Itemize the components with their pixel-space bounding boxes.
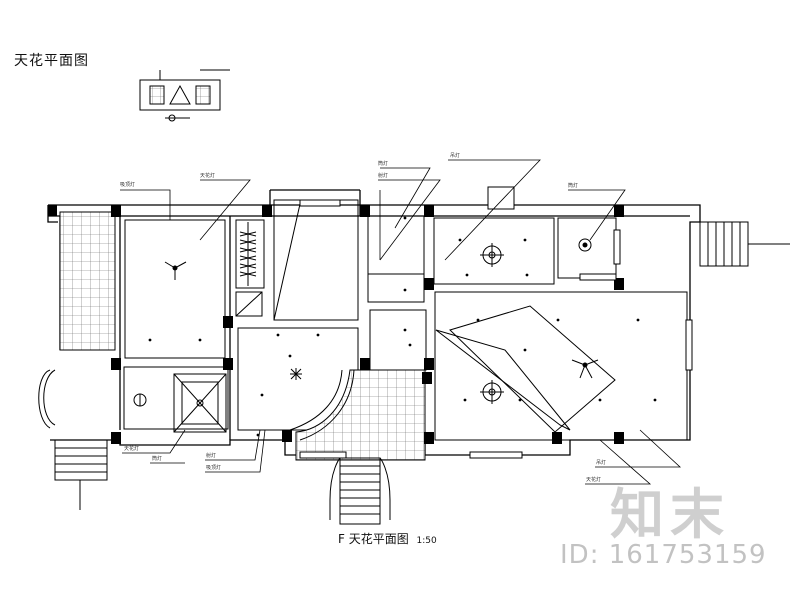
front-terrace-tiled (295, 369, 426, 461)
svg-text:射灯: 射灯 (378, 172, 388, 179)
watermark-logo: 知末 (610, 483, 730, 546)
columns (48, 205, 624, 444)
room-living (434, 291, 688, 441)
front-steps (329, 457, 391, 525)
closet-hanger (235, 222, 263, 317)
chandelier-icon (480, 243, 504, 267)
chandelier-icon (578, 238, 592, 252)
balcony-tiled-area (59, 211, 116, 351)
stair-square (173, 373, 227, 433)
room-bedroom-left (124, 219, 226, 359)
chandelier-icon (480, 380, 504, 404)
svg-text:筒灯: 筒灯 (152, 455, 162, 462)
light-fixtures (133, 238, 599, 407)
svg-text:吸顶灯: 吸顶灯 (206, 464, 221, 471)
right-steps (699, 221, 790, 267)
room-corridor (369, 309, 427, 371)
svg-text:天花灯: 天花灯 (200, 172, 215, 179)
watermark-id: ID: 161753159 (560, 540, 767, 570)
annotation-text-marks: 吸顶灯 天花灯 筒灯 射灯 吊灯 筒灯 天花灯 筒灯 射灯 吸顶灯 吊灯 天花灯 (120, 152, 606, 483)
ceiling-fan-icon (571, 359, 599, 379)
left-bay (38, 369, 108, 510)
svg-text:吊灯: 吊灯 (450, 152, 460, 159)
plan-scale: 1:50 (416, 536, 437, 546)
room-bath-upper (367, 215, 425, 275)
room-stair-hall (273, 199, 359, 321)
svg-text:天花灯: 天花灯 (124, 445, 139, 452)
windows (299, 186, 693, 459)
room-closet (235, 219, 265, 289)
plan-title: F 天花平面图 1:50 (338, 530, 437, 547)
svg-text:射灯: 射灯 (206, 452, 216, 459)
ceiling-fan-icon (290, 368, 302, 380)
room-kitchen (557, 217, 617, 279)
svg-text:吸顶灯: 吸顶灯 (120, 181, 135, 188)
drawing-title: 天花平面图 (14, 53, 89, 69)
downlights (148, 216, 657, 437)
ceiling-section-detail (139, 69, 230, 122)
ceiling-fan-icon (164, 261, 187, 280)
annotation-leaders (120, 159, 682, 485)
room-stair-landing (123, 366, 229, 430)
svg-text:天花灯: 天花灯 (586, 476, 601, 483)
room-dining (433, 217, 555, 285)
svg-text:筒灯: 筒灯 (378, 160, 388, 167)
room-bath-mid (367, 273, 425, 303)
north-arrow-icon (133, 393, 147, 407)
plan-title-text: F 天花平面图 (338, 532, 409, 546)
svg-text:吊灯: 吊灯 (596, 459, 606, 466)
svg-text:筒灯: 筒灯 (568, 182, 578, 189)
